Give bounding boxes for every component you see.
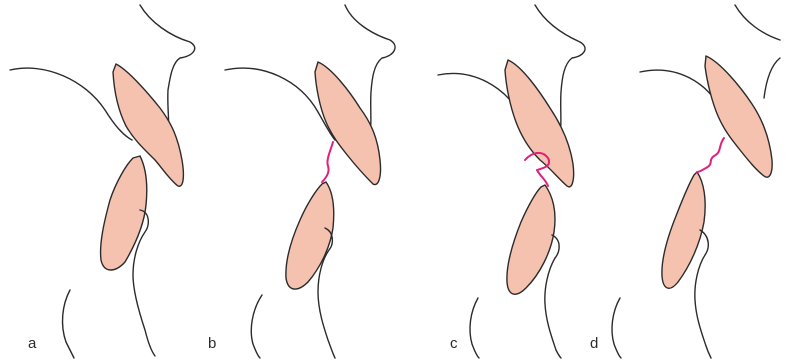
panel-c-upper-lip: [505, 60, 574, 187]
panel-b: b: [208, 5, 395, 358]
panel-a-chin-curve: [63, 290, 74, 358]
panel-d-label: d: [590, 335, 598, 352]
panel-c-chin-curve: [470, 298, 479, 358]
panel-d-upper-profile-lower: [764, 58, 780, 98]
panel-c: c: [438, 5, 585, 358]
panel-d-chin-profile: [695, 230, 711, 358]
panel-b-chin-curve: [251, 295, 262, 358]
panel-a-upper-lip: [113, 64, 183, 186]
panel-d-seal-line: [697, 138, 724, 172]
panel-c-label: c: [450, 335, 458, 352]
panel-d-upper-lip: [705, 56, 772, 177]
panel-a-lower-lip: [101, 156, 147, 270]
panel-a: a: [10, 5, 195, 358]
panel-b-seal-line: [322, 142, 333, 182]
panel-d: d: [590, 5, 780, 358]
panel-d-upper-profile: [735, 5, 780, 40]
panel-b-lower-lip: [286, 182, 334, 289]
panel-b-label: b: [208, 335, 216, 352]
panel-a-label: a: [28, 335, 37, 352]
panel-d-chin-curve: [612, 298, 621, 358]
